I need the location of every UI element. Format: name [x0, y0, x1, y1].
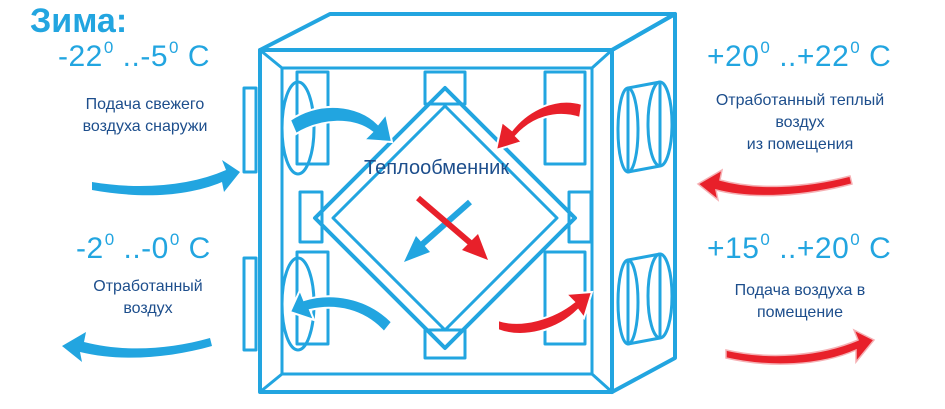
outdoor-supply-temperature: -220 ..-50 С [58, 38, 210, 73]
right-face [610, 12, 677, 394]
indoor-exhaust-description: Отработанный теплый воздух из помещения [690, 90, 910, 156]
indoor-supply-arrow-icon [725, 328, 876, 365]
top-face [258, 12, 677, 52]
heat-exchanger-core [313, 86, 577, 350]
right-bottom-chamber [543, 250, 587, 346]
unit-housing [242, 12, 677, 394]
heat-exchanger-core-inner [331, 104, 559, 332]
outdoor-supply-desc-line1: Подача свежего [85, 96, 205, 113]
indoor-supply-desc-line2: помещение [756, 304, 843, 321]
cold-intake-arrow-icon [288, 105, 394, 144]
top-divider [423, 70, 467, 106]
indoor-supply-desc-line1: Подача воздуха в [734, 282, 866, 299]
warm-flow-cross-arrow-icon [416, 195, 476, 249]
right-divider [567, 190, 593, 244]
cold-exhaust-arrow-icon [288, 287, 394, 334]
indoor-exhaust-desc-line3: из помещения [746, 136, 854, 153]
left-top-port [280, 80, 316, 176]
season-title: Зима: [30, 2, 128, 40]
exhaust-out-description: Отработанный воздух [68, 276, 228, 320]
warm-supply-arrow-icon [497, 290, 594, 335]
warm-intake-arrow-icon [494, 100, 584, 152]
cold-flow-cross-arrow-icon [416, 199, 472, 251]
left-bottom-flange [242, 256, 258, 352]
indoor-supply-description: Подача воздуха в помещение [700, 280, 900, 324]
right-top-port [646, 80, 674, 168]
indoor-exhaust-desc-line2: воздух [775, 114, 825, 131]
exhaust-out-desc-line2: воздух [123, 300, 173, 317]
exhaust-out-desc-line1: Отработанный [93, 278, 203, 295]
right-top-chamber [543, 70, 587, 166]
left-divider [298, 190, 324, 244]
indoor-supply-temperature: +150 ..+200 С [707, 230, 892, 265]
exhaust-out-arrow-icon [62, 332, 212, 362]
exhaust-out-temperature: -20 ..-00 С [76, 230, 211, 265]
outdoor-supply-description: Подача свежего воздуха снаружи [60, 94, 230, 138]
heat-exchanger-label: Теплообменник [364, 157, 510, 179]
indoor-exhaust-arrow-icon [696, 168, 853, 202]
outdoor-supply-arrow-icon [92, 160, 240, 196]
left-top-flange [242, 86, 258, 174]
right-bottom-port [646, 252, 674, 340]
indoor-exhaust-desc-line1: Отработанный теплый [715, 92, 885, 109]
outdoor-supply-desc-line2: воздуха снаружи [82, 118, 208, 135]
indoor-exhaust-temperature: +200 ..+220 С [707, 38, 892, 73]
